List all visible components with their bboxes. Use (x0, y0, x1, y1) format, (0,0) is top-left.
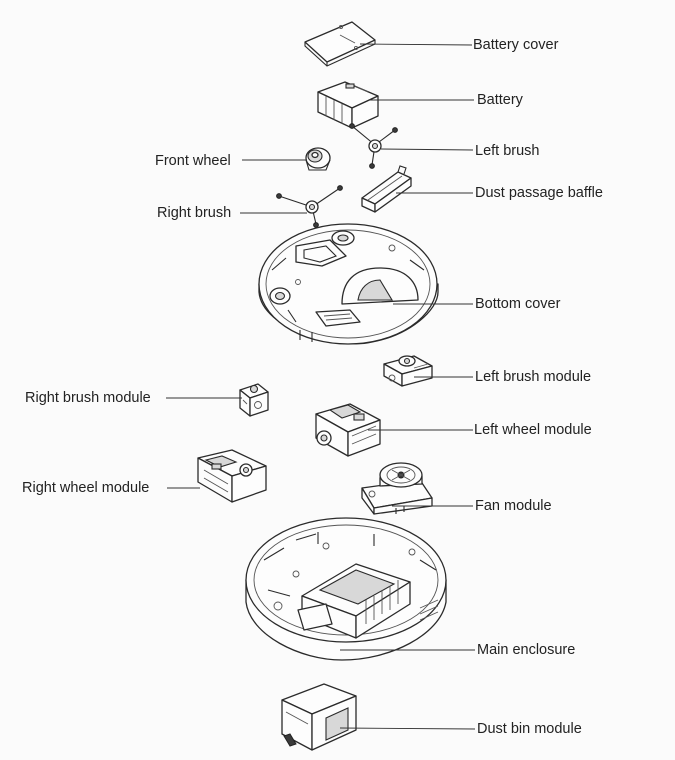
left-wheel-module-label: Left wheel module (474, 422, 592, 438)
left-brush-label: Left brush (475, 143, 540, 159)
right-brush-module-part (239, 383, 269, 417)
dust-passage-baffle-part (361, 165, 412, 213)
left-wheel-module-part (315, 403, 381, 457)
right-brush-module-label: Right brush module (25, 390, 151, 406)
right-brush-part (276, 185, 343, 228)
right-wheel-module-label: Right wheel module (22, 480, 150, 496)
battery-cover-part (304, 21, 376, 67)
dust-passage-baffle-label: Dust passage baffle (475, 185, 603, 201)
fan-module-label: Fan module (475, 498, 552, 514)
leader-lines (166, 43, 476, 730)
battery-cover-label: Battery cover (473, 37, 559, 53)
bottom-cover-part (258, 223, 439, 345)
bottom-cover-label: Bottom cover (475, 296, 561, 312)
left-brush-part (349, 123, 398, 169)
battery-part (317, 81, 379, 129)
right-wheel-module-part (197, 449, 267, 503)
dust-bin-module-part (281, 683, 357, 751)
battery-label: Battery (477, 92, 523, 108)
left-brush-module-label: Left brush module (475, 369, 592, 385)
main-enclosure-label: Main enclosure (477, 642, 576, 658)
right-brush-label: Right brush (157, 205, 232, 221)
dust-bin-module-label: Dust bin module (477, 721, 582, 737)
front-wheel-part (305, 147, 331, 171)
main-enclosure-part (245, 517, 447, 661)
front-wheel-label: Front wheel (155, 153, 231, 169)
left-brush-module-part (383, 355, 433, 387)
